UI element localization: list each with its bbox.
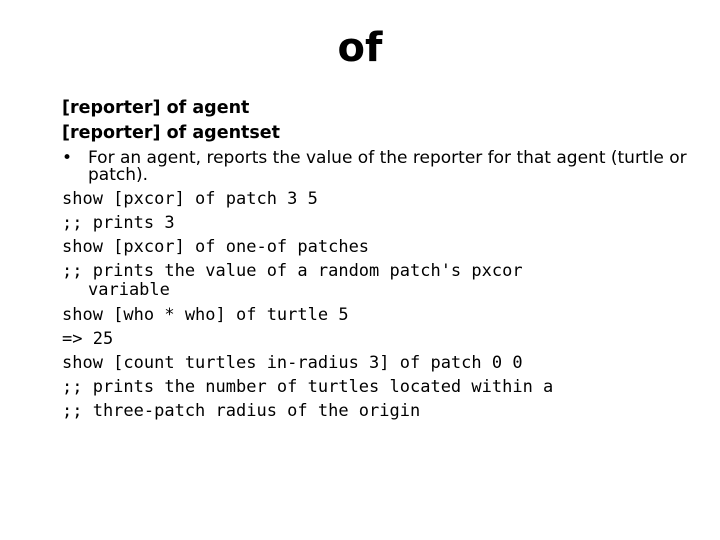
code-line-7: show [count turtles in-radius 3] of patc… (62, 353, 523, 373)
syntax-line-agent: [reporter] of agent (62, 98, 250, 118)
bullet-text: For an agent, reports the value of the r… (88, 148, 687, 185)
slide-body: [reporter] of agent [reporter] of agents… (62, 96, 702, 423)
code-line-5: show [who * who] of turtle 5 (62, 305, 349, 325)
code-line-9: ;; three-patch radius of the origin (62, 401, 421, 421)
code-line-8: ;; prints the number of turtles located … (62, 377, 554, 397)
bullet-marker: • (62, 148, 73, 168)
code-line-2: ;; prints 3 (62, 213, 175, 233)
code-line-4: ;; prints the value of a random patch's … (62, 261, 523, 281)
code-line-3: show [pxcor] of one-of patches (62, 237, 370, 257)
bullet-description: • For an agent, reports the value of the … (62, 150, 688, 184)
syntax-line-agentset: [reporter] of agentset (62, 123, 281, 143)
slide-title: of (337, 25, 383, 71)
code-line-4-continued: variable (88, 280, 170, 300)
code-line-6: => 25 (62, 329, 114, 349)
code-line-1: show [pxcor] of patch 3 5 (62, 189, 318, 209)
